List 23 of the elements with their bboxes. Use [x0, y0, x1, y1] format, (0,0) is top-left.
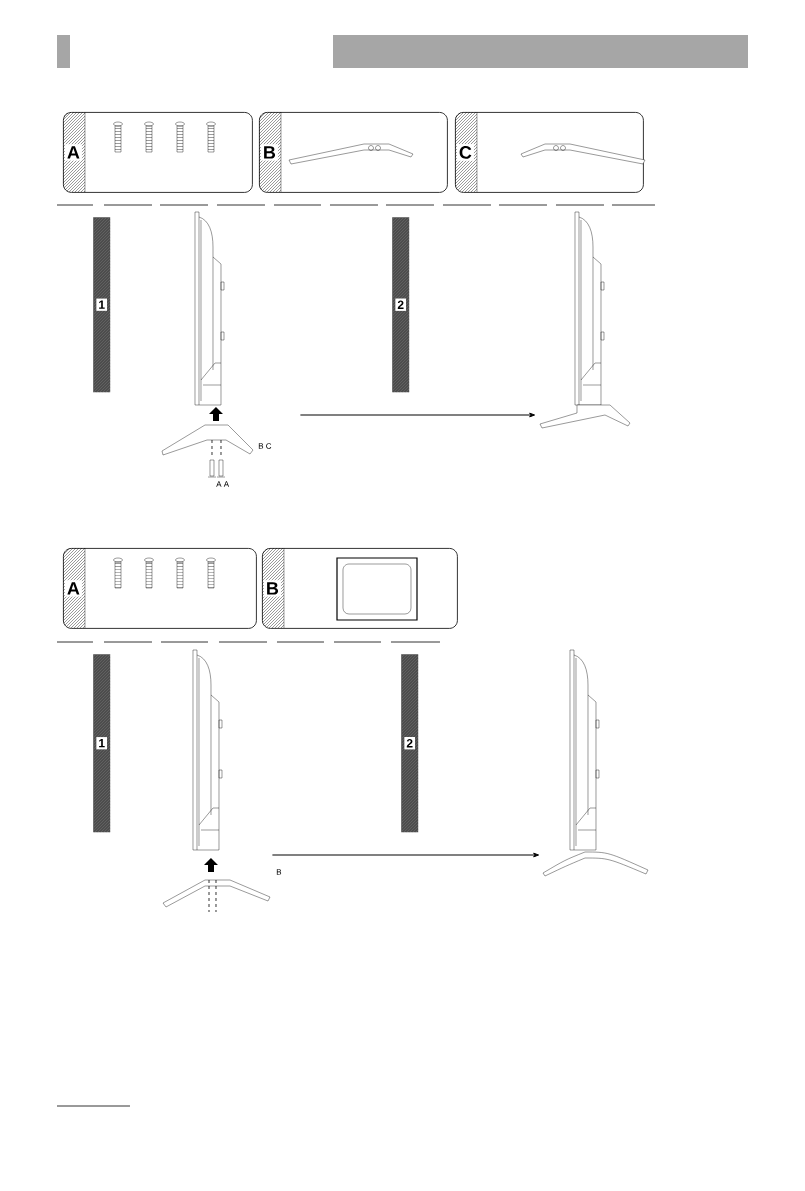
step-bar: 2 — [395, 298, 407, 311]
tv-drawing — [539, 211, 631, 429]
step-bar: 1 — [96, 298, 108, 311]
part-label: B C — [258, 443, 272, 449]
panel-letter: A — [64, 580, 82, 597]
arrow — [271, 852, 540, 858]
panel-letter: A — [64, 144, 82, 161]
part-label: A A — [216, 481, 230, 487]
step-bar: 2 — [404, 737, 416, 750]
arrow — [299, 412, 536, 418]
part-panel — [259, 111, 448, 193]
tv-drawing — [542, 649, 649, 877]
tv-drawing — [162, 649, 271, 913]
panel-letter: B — [260, 144, 278, 161]
part-label: B — [276, 869, 282, 875]
panel-letter: B — [263, 580, 281, 597]
part-panel — [63, 111, 253, 193]
panel-letter: C — [456, 144, 474, 161]
part-panel — [63, 547, 257, 629]
step-bar: 1 — [96, 737, 108, 750]
part-panel — [455, 111, 646, 193]
part-panel — [262, 547, 458, 629]
tv-drawing — [161, 211, 254, 478]
